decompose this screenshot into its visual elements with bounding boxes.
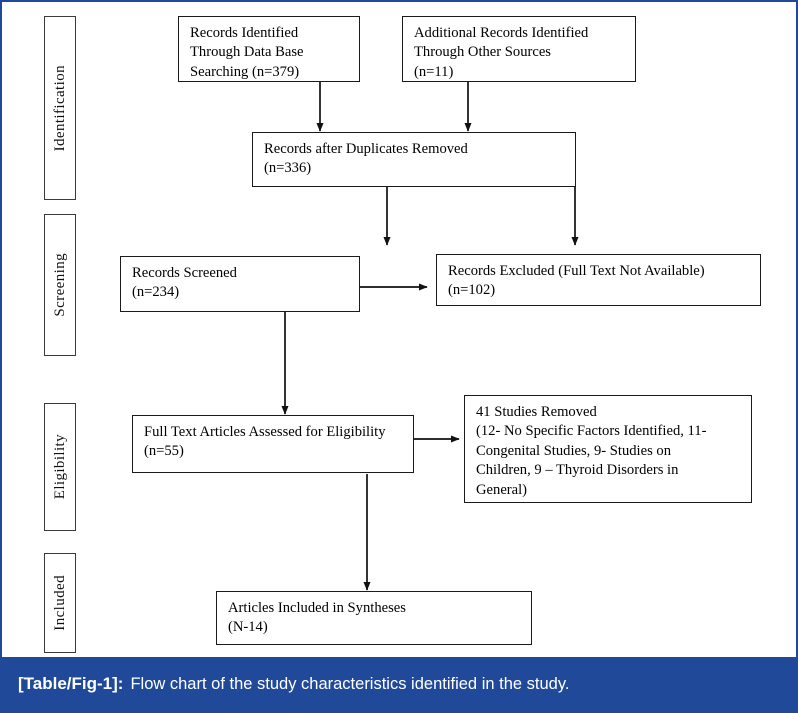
connector-arrows bbox=[281, 82, 579, 591]
figure-caption-tag: [Table/Fig-1]: bbox=[18, 674, 124, 693]
stage-label-eligibility-text: Eligibility bbox=[51, 434, 68, 500]
stage-label-screening: Screening bbox=[44, 214, 76, 356]
figure-caption-text: Flow chart of the study characteristics … bbox=[130, 674, 570, 693]
box-records-identified-database: Records Identified Through Data Base Sea… bbox=[178, 16, 360, 82]
stage-label-eligibility: Eligibility bbox=[44, 403, 76, 531]
box-articles-included: Articles Included in Syntheses (N-14) bbox=[216, 591, 532, 645]
stage-label-included: Included bbox=[44, 553, 76, 653]
box-full-text-assessed: Full Text Articles Assessed for Eligibil… bbox=[132, 415, 414, 473]
prisma-flow-diagram: Identification Screening Eligibility Inc… bbox=[2, 2, 796, 657]
stage-label-screening-text: Screening bbox=[51, 253, 68, 317]
stage-label-identification: Identification bbox=[44, 16, 76, 200]
figure-caption-bar: [Table/Fig-1]: Flow chart of the study c… bbox=[2, 657, 796, 711]
box-records-after-duplicates: Records after Duplicates Removed (n=336) bbox=[252, 132, 576, 187]
box-studies-removed: 41 Studies Removed (12- No Specific Fact… bbox=[464, 395, 752, 503]
box-records-screened: Records Screened (n=234) bbox=[120, 256, 360, 312]
stage-label-identification-text: Identification bbox=[51, 64, 68, 152]
stage-label-included-text: Included bbox=[51, 575, 68, 631]
box-records-excluded: Records Excluded (Full Text Not Availabl… bbox=[436, 254, 761, 306]
box-additional-records: Additional Records Identified Through Ot… bbox=[402, 16, 636, 82]
